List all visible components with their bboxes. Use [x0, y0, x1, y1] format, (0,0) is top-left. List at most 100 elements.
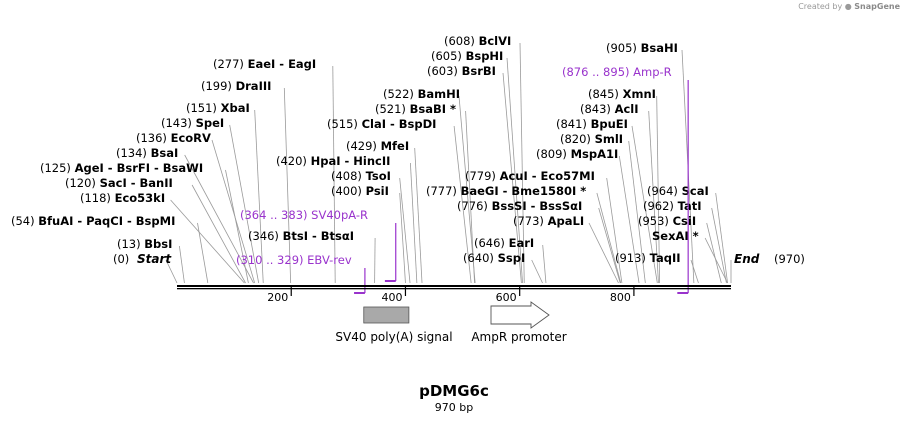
site-leader-line	[618, 155, 640, 284]
site-label: (136) EcoRV	[136, 131, 211, 145]
sv40-polya-signal-feature	[363, 306, 410, 324]
site-enzyme-name: BclVI	[479, 34, 512, 48]
site-enzyme-name: BaeGI - Bme1580I *	[461, 184, 587, 198]
site-label: (143) SpeI	[161, 116, 224, 130]
site-position: (143)	[161, 116, 196, 130]
site-position: (54)	[11, 214, 38, 228]
site-position: (905)	[606, 41, 641, 55]
primer-name: SV40pA-R	[311, 208, 368, 222]
site-label-text: (151) XbaI	[186, 101, 250, 115]
site-enzyme-name: BamHI	[418, 87, 460, 101]
site-label-text: (646) EarI	[474, 236, 534, 250]
site-label-text: (408) TsoI	[331, 169, 391, 183]
site-position: (199)	[201, 79, 236, 93]
site-label: (277) EaeI - EagI	[213, 57, 316, 71]
site-leader-line	[596, 192, 622, 284]
site-position: (13)	[117, 237, 144, 251]
site-leader-line	[588, 222, 619, 284]
site-leader-line	[170, 199, 245, 284]
site-enzyme-name: BspHI	[466, 49, 504, 63]
start-leader-line	[165, 259, 178, 284]
site-position: (608)	[444, 34, 479, 48]
site-label-text: (809) MspA1I	[536, 147, 618, 161]
site-label-text: (776) BssSI - BssSαI	[457, 199, 582, 213]
site-label: (346) BtsI - BtsαI	[248, 229, 354, 243]
site-position: (400)	[331, 184, 366, 198]
site-labels: (13) BbsI (54) BfuAI - PaqCI - BspMI (118)…	[11, 34, 709, 265]
site-label: (605) BspHI	[431, 49, 503, 63]
site-label: (125) AgeI - BsrFI - BsaWI	[40, 161, 203, 175]
site-leader-line	[704, 237, 728, 284]
site-label: (776) BssSI - BssSαI	[457, 199, 582, 213]
snapgene-credit: Created by ● SnapGene	[798, 2, 900, 11]
site-leader-line	[715, 192, 728, 284]
site-enzyme-name: XbaI	[221, 101, 250, 115]
site-label: (964) ScaI	[647, 184, 709, 198]
site-label-text: (905) BsaHI	[606, 41, 678, 55]
site-position: (134)	[116, 146, 151, 160]
site-leader-line	[184, 154, 254, 284]
ampr-promoter-arrow-icon	[490, 301, 550, 329]
site-enzyme-name: EarI	[509, 236, 535, 250]
site-label: (953) CsiI	[638, 214, 696, 228]
site-label-text: (429) MfeI	[346, 139, 409, 153]
primers: (310 .. 329) EBV-rev (364 .. 383) SV40pA-…	[236, 65, 689, 294]
site-enzyme-name: TaqII	[650, 251, 681, 265]
site-label: (199) DraIII	[201, 79, 271, 93]
primer-label: (310 .. 329) EBV-rev	[236, 253, 352, 267]
site-label-text: SexAI *	[652, 229, 699, 243]
site-position: (845)	[588, 87, 623, 101]
site-position: (809)	[536, 147, 571, 161]
site-enzyme-name: CsiI	[673, 214, 697, 228]
site-position: (646)	[474, 236, 509, 250]
site-label-text: (143) SpeI	[161, 116, 224, 130]
site-position: (820)	[560, 132, 595, 146]
site-leader-line	[191, 184, 246, 284]
site-label-text: (845) XmnI	[588, 87, 656, 101]
site-enzyme-name: MfeI	[381, 139, 410, 153]
site-label: (515) ClaI - BspDI	[327, 117, 436, 131]
site-label: (640) SspI	[463, 251, 525, 265]
site-position: (429)	[346, 139, 381, 153]
primer-range: (364 .. 383)	[240, 208, 311, 222]
site-leader-line	[706, 222, 722, 284]
site-position: (118)	[80, 191, 115, 205]
site-label: (809) MspA1I	[536, 147, 618, 161]
site-leader-line	[502, 72, 522, 284]
site-leader-line	[332, 65, 336, 284]
ruler-line-bottom	[177, 288, 731, 290]
site-enzyme-name: AclI	[615, 102, 639, 116]
site-enzyme-name: BfuAI - PaqCI - BspMI	[38, 214, 175, 228]
start-label: Start	[137, 252, 172, 266]
site-label: (429) MfeI	[346, 139, 409, 153]
site-label-text: (118) Eco53kI	[80, 191, 165, 205]
snapgene-logo-icon: ●	[844, 2, 852, 11]
site-enzyme-name: ClaI - BspDI	[362, 117, 437, 131]
sequence-length: 970 bp	[434, 401, 474, 414]
site-label-text: (199) DraIII	[201, 79, 271, 93]
site-label: (120) SacI - BanII	[65, 176, 173, 190]
site-enzyme-name: SexAI *	[652, 229, 699, 243]
site-leader-line	[542, 244, 547, 284]
site-enzyme-name: AcuI - Eco57MI	[500, 169, 595, 183]
end-position: (970)	[774, 252, 805, 266]
credit-brand: SnapGene	[854, 2, 900, 11]
site-leader-line	[283, 87, 292, 284]
site-label-text: (913) TaqII	[615, 251, 681, 265]
site-label: (54) BfuAI - PaqCI - BspMI	[11, 214, 175, 228]
site-label: (779) AcuI - Eco57MI	[465, 169, 595, 183]
site-label-text: (400) PsiI	[331, 184, 389, 198]
site-label: (841) BpuEI	[556, 117, 628, 131]
ruler-tick-label: 800	[610, 291, 631, 304]
site-label: (521) BsaBI *	[375, 102, 456, 116]
site-label: (151) XbaI	[186, 101, 250, 115]
site-label: (400) PsiI	[331, 184, 389, 198]
site-position: (408)	[331, 169, 366, 183]
site-enzyme-name: BbsI	[144, 237, 172, 251]
sequence-name: pDMG6c	[419, 382, 489, 400]
site-leader-line	[229, 124, 260, 284]
site-label-text: (603) BsrBI	[427, 64, 496, 78]
site-leader-line	[690, 259, 699, 284]
site-label: (773) ApaLI	[513, 214, 584, 228]
